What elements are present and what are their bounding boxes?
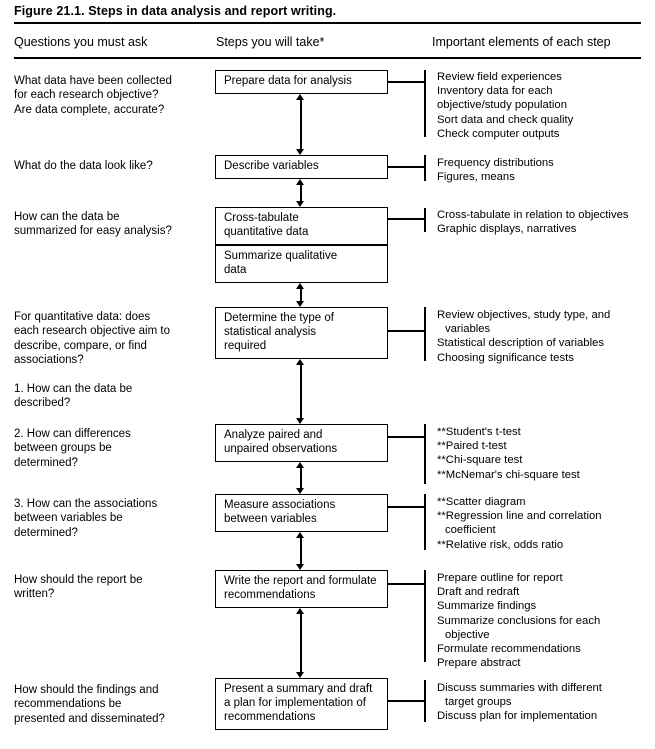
connector-line-3 [300, 289, 302, 302]
bracket-7 [424, 570, 426, 662]
title-rule [14, 22, 641, 24]
column-header-steps: Steps you will take* [216, 35, 325, 49]
connector-arrow-down-1 [296, 149, 304, 155]
bracket-1 [424, 70, 426, 137]
figure-title: Figure 21.1. Steps in data analysis and … [14, 4, 337, 18]
connector-arrow-down-3 [296, 301, 304, 307]
question-2: What do the data look like? [14, 160, 153, 172]
connector-arrow-up-7 [296, 608, 304, 614]
connector-arrow-up-1 [296, 94, 304, 100]
step-box-prepare-data[interactable]: Prepare data for analysis [215, 70, 388, 94]
elements-6: **Scatter diagram**Regression line and c… [437, 496, 602, 551]
connector-arrow-down-2 [296, 201, 304, 207]
connector-line-2 [300, 185, 302, 202]
link-line-7 [388, 583, 426, 585]
bracket-6 [424, 494, 426, 550]
bracket-5 [424, 424, 426, 484]
connector-arrow-up-6 [296, 532, 304, 538]
bracket-3 [424, 208, 426, 232]
bracket-8 [424, 680, 426, 722]
header-rule [14, 57, 641, 59]
connector-arrow-down-7 [296, 672, 304, 678]
link-line-6 [388, 506, 426, 508]
link-line-2 [388, 166, 426, 168]
elements-5: **Student's t-test**Paired t-test**Chi-s… [437, 426, 580, 481]
connector-arrow-down-6 [296, 564, 304, 570]
elements-3: Cross-tabulate in relation to objectives… [437, 209, 629, 236]
link-line-1 [388, 81, 426, 83]
link-line-3 [388, 218, 426, 220]
link-line-8 [388, 700, 426, 702]
connector-line-4 [300, 365, 302, 419]
connector-arrow-down-5 [296, 488, 304, 494]
link-line-5 [388, 436, 426, 438]
step-box-describe-variables[interactable]: Describe variables [215, 155, 388, 179]
connector-arrow-down-4 [296, 418, 304, 424]
connector-arrow-up-5 [296, 462, 304, 468]
column-header-questions: Questions you must ask [14, 35, 148, 49]
connector-arrow-up-2 [296, 179, 304, 185]
column-header-elements: Important elements of each step [432, 35, 611, 49]
connector-arrow-up-4 [296, 359, 304, 365]
connector-line-1 [300, 100, 302, 150]
connector-arrow-up-3 [296, 283, 304, 289]
connector-line-7 [300, 614, 302, 672]
connector-line-6 [300, 538, 302, 564]
bracket-4 [424, 307, 426, 361]
connector-line-5 [300, 468, 302, 488]
bracket-2 [424, 155, 426, 181]
link-line-4 [388, 330, 426, 332]
